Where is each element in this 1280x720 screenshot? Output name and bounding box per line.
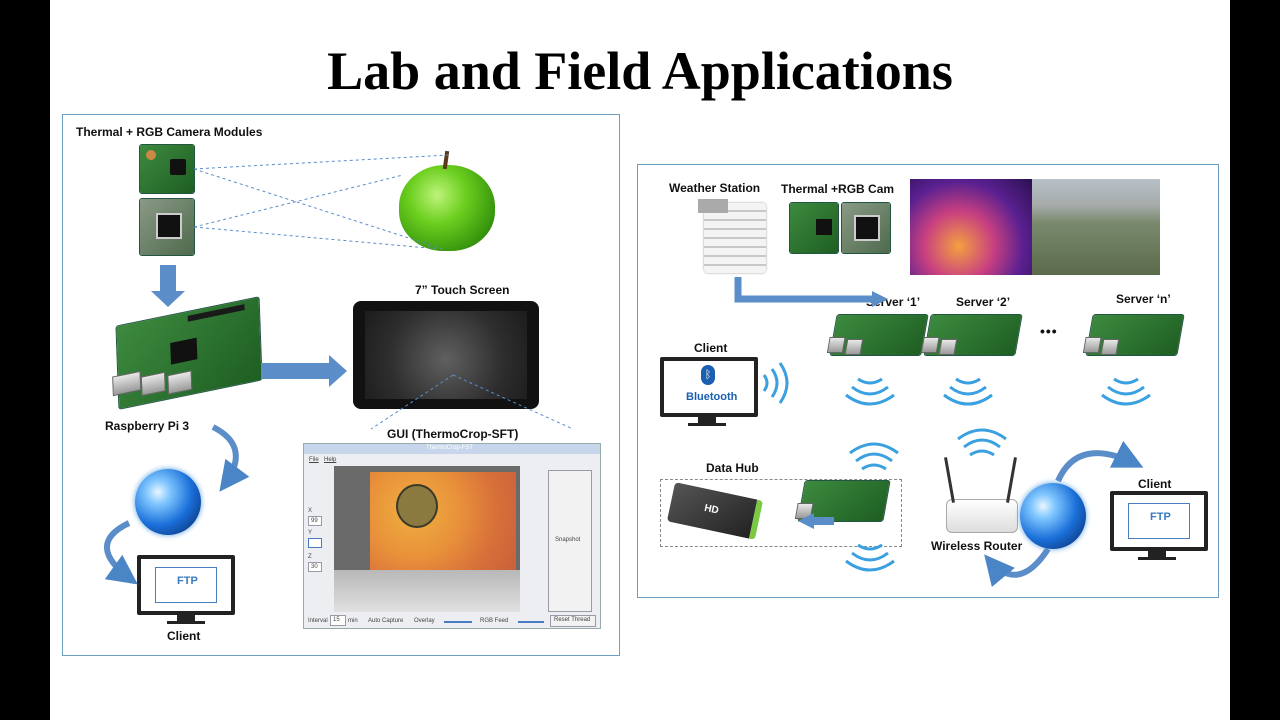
gui-titlebar xyxy=(304,444,600,454)
gui-y-label: Y xyxy=(308,530,313,536)
lab-panel: Thermal + RGB Camera Modules 7” Touch Sc… xyxy=(62,114,620,656)
field-ftp-text: FTP xyxy=(1150,511,1171,523)
data-hub-box xyxy=(660,479,902,547)
servers-ellipsis: ••• xyxy=(1040,323,1058,339)
server-2-wifi-icon xyxy=(943,377,993,406)
router-wifi-icon xyxy=(957,428,1007,457)
weather-station-image xyxy=(704,203,766,273)
gui-rgb-slider[interactable] xyxy=(518,621,544,623)
bluetooth-client-label: Client xyxy=(694,341,728,355)
rgb-camera-module xyxy=(140,145,194,193)
touch-screen xyxy=(353,301,539,409)
server-n-wifi-icon xyxy=(1101,377,1151,406)
gui-x-input[interactable]: 99 xyxy=(308,516,322,526)
gui-x-label: X xyxy=(308,508,313,514)
gui-rgb-feed-checkbox[interactable]: RGB Feed xyxy=(480,618,509,624)
hub-bottom-wifi-icon xyxy=(845,543,895,572)
server-1-wifi-icon xyxy=(845,377,895,406)
gui-z-label: Z xyxy=(308,554,312,560)
client-monitor-stand xyxy=(177,615,195,621)
field-rgb-camera xyxy=(790,203,838,253)
bluetooth-wifi-icon xyxy=(762,362,789,404)
wireless-router-label: Wireless Router xyxy=(931,539,1023,553)
gui-menu-help[interactable]: Help xyxy=(324,457,337,463)
slide: Lab and Field Applications Thermal + RGB… xyxy=(50,0,1230,720)
server-n-label: Server ‘n’ xyxy=(1116,292,1171,306)
raspberry-pi-board xyxy=(112,297,262,409)
field-internet-globe-icon xyxy=(1020,483,1086,549)
server-1-board xyxy=(826,315,928,355)
thermal-camera-module xyxy=(140,199,194,255)
touch-screen-label: 7” Touch Screen xyxy=(415,283,510,297)
gui-min-label: min xyxy=(348,618,358,624)
camera-modules-label: Thermal + RGB Camera Modules xyxy=(76,125,263,139)
bluetooth-text: Bluetooth xyxy=(686,391,738,403)
gui-overlay-slider[interactable] xyxy=(444,621,472,623)
gui-x-value: 99 xyxy=(311,518,318,524)
bluetooth-client-monitor: ᛒ Bluetooth xyxy=(660,357,758,417)
gui-auto-capture-checkbox[interactable]: Auto Capture xyxy=(368,618,404,624)
gui-thermal-view xyxy=(334,466,520,612)
ftp-text: FTP xyxy=(177,575,198,587)
gui-snapshot-button[interactable]: Snapshot xyxy=(548,470,592,612)
hub-top-wifi-icon xyxy=(849,442,899,471)
gui-window: ThermoCrop-FST File Help X 99 Y Z 30 Sna… xyxy=(303,443,601,629)
gui-label: GUI (ThermoCrop-SFT) xyxy=(387,427,519,441)
gui-z-value: 30 xyxy=(311,564,318,570)
ftp-client-label: Client xyxy=(1138,477,1172,491)
gui-z-input[interactable]: 30 xyxy=(308,562,322,572)
bluetooth-icon: ᛒ xyxy=(701,365,715,385)
field-thermal-camera xyxy=(842,203,890,253)
field-camera-label: Thermal +RGB Cam xyxy=(781,182,895,196)
server-2-label: Server ‘2’ xyxy=(956,295,1011,309)
wireless-router-icon xyxy=(946,499,1018,533)
client-ftp-monitor: FTP xyxy=(137,555,235,615)
server-1-label: Server ‘1’ xyxy=(866,295,921,309)
thermal-field-image xyxy=(910,179,1032,275)
gui-snapshot-label: Snapshot xyxy=(555,537,581,543)
gui-menu-file[interactable]: File xyxy=(309,457,319,463)
field-panel: Weather Station Thermal +RGB Cam Server … xyxy=(637,164,1219,598)
ftp-client-monitor: FTP xyxy=(1110,491,1208,551)
data-hub-board xyxy=(794,481,890,521)
raspberry-pi-label: Raspberry Pi 3 xyxy=(105,419,190,433)
hd-text: HD xyxy=(703,502,720,517)
internet-globe-icon xyxy=(135,469,201,535)
weather-station-label: Weather Station xyxy=(669,181,761,195)
apple-image xyxy=(399,165,495,251)
server-2-board xyxy=(920,315,1022,355)
data-hub-label: Data Hub xyxy=(706,461,759,475)
server-n-board xyxy=(1082,315,1184,355)
gui-reset-thread-label: Reset Thread xyxy=(554,617,591,623)
rgb-field-image xyxy=(1032,179,1160,275)
lab-client-label: Client xyxy=(167,629,201,643)
gui-window-title: ThermoCrop-FST xyxy=(426,445,474,451)
gui-overlay-checkbox[interactable]: Overlay xyxy=(414,618,435,624)
gui-interval-input[interactable]: 15 xyxy=(330,615,346,626)
gui-interval-value: 15 xyxy=(333,617,340,623)
gui-y-input[interactable] xyxy=(308,538,322,548)
gui-reset-thread-button[interactable]: Reset Thread xyxy=(550,615,596,627)
slide-title: Lab and Field Applications xyxy=(327,41,953,101)
gui-interval-label: Interval xyxy=(308,618,328,624)
